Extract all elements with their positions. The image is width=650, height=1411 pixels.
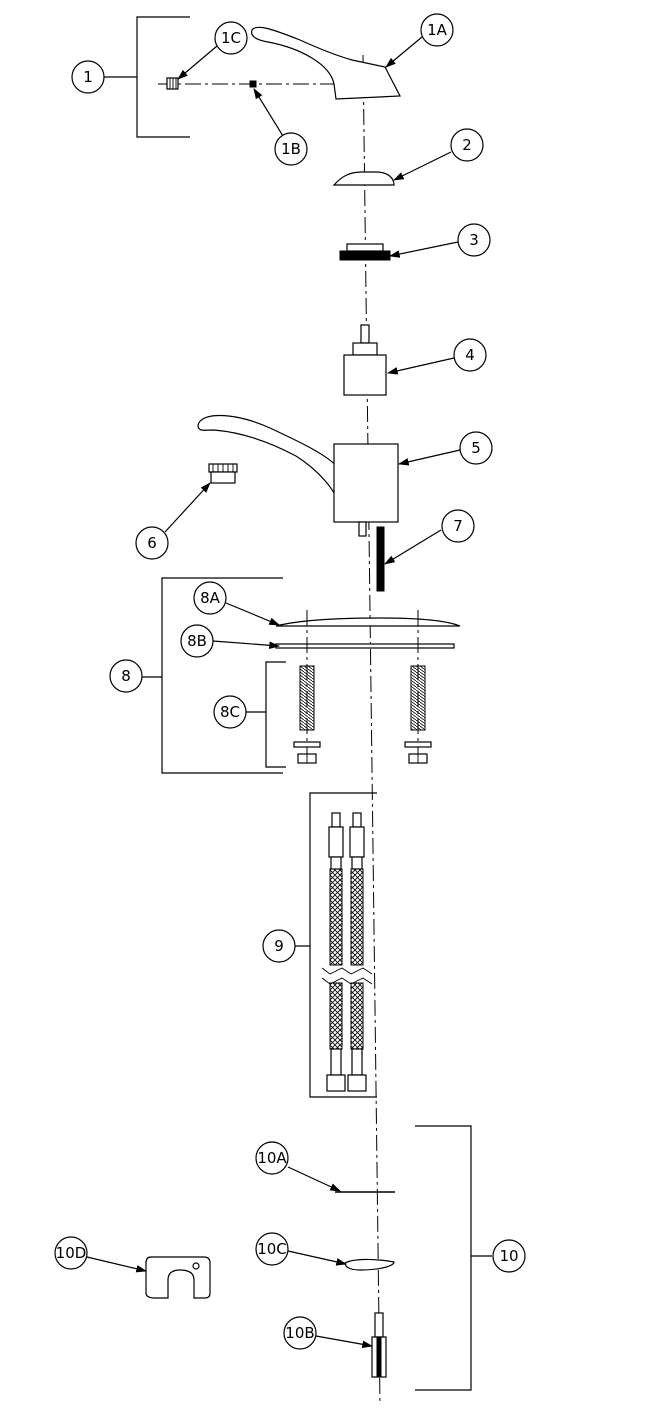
- callout-8b: 8B: [180, 624, 214, 658]
- callout-5: 5: [459, 431, 493, 465]
- plug-1b: [249, 80, 257, 88]
- callout-2: 2: [450, 128, 484, 162]
- callout-8c: 8C: [213, 695, 247, 729]
- cover-dome-2: [332, 171, 395, 186]
- callout-1c: 1C: [214, 21, 248, 55]
- callout-1: 1: [71, 60, 105, 94]
- svg-text:10B: 10B: [285, 1324, 314, 1342]
- group-9-bracket: [309, 792, 377, 1098]
- supply-hose-right-9: [347, 812, 367, 1092]
- svg-text:4: 4: [465, 346, 475, 364]
- callout-9: 9: [262, 929, 296, 963]
- hose-7: [376, 526, 385, 592]
- callout-10: 10: [492, 1239, 526, 1273]
- group-8c-bracket: [265, 661, 286, 768]
- faucet-body-5: [197, 414, 399, 537]
- svg-text:9: 9: [274, 937, 284, 955]
- stud-8c-left: [293, 665, 321, 764]
- svg-text:1C: 1C: [221, 29, 241, 47]
- gasket-8b: [275, 643, 455, 649]
- group-1-bracket: [136, 16, 190, 138]
- pin-10b: [371, 1312, 387, 1378]
- supply-hose-left-9: [326, 812, 346, 1092]
- svg-text:5: 5: [471, 439, 481, 457]
- svg-text:1: 1: [83, 68, 93, 86]
- bonnet-nut-3: [339, 243, 391, 261]
- svg-text:10: 10: [499, 1247, 518, 1265]
- wrench-key-hole: [192, 1262, 200, 1270]
- callout-8a: 8A: [193, 581, 227, 615]
- svg-text:1A: 1A: [427, 21, 448, 39]
- svg-text:10A: 10A: [257, 1149, 287, 1167]
- group-8-bracket: [161, 577, 283, 774]
- leader-lines: [86, 36, 492, 1349]
- callout-6: 6: [135, 526, 169, 560]
- callout-3: 3: [457, 223, 491, 257]
- stud-8c-right: [404, 665, 432, 764]
- escutcheon-8a: [275, 617, 461, 627]
- callout-7: 7: [441, 509, 475, 543]
- set-screw-1c: [166, 77, 179, 90]
- svg-text:1B: 1B: [281, 140, 301, 158]
- callout-1a: 1A: [420, 13, 454, 47]
- callout-10c: 10C: [255, 1232, 289, 1266]
- svg-text:10C: 10C: [257, 1240, 287, 1258]
- callout-8: 8: [109, 659, 143, 693]
- cartridge-4: [343, 324, 387, 396]
- callout-10a: 10A: [255, 1141, 289, 1175]
- svg-text:6: 6: [147, 534, 157, 552]
- svg-text:3: 3: [469, 231, 479, 249]
- callout-1b: 1B: [274, 132, 308, 166]
- svg-text:2: 2: [462, 136, 472, 154]
- washer-10c: [344, 1258, 395, 1271]
- wrench-key-10d: [145, 1256, 211, 1299]
- svg-text:7: 7: [453, 517, 463, 535]
- svg-text:10D: 10D: [56, 1244, 87, 1262]
- main-centerline: [362, 54, 381, 1406]
- callout-4: 4: [453, 338, 487, 372]
- svg-text:8: 8: [121, 667, 131, 685]
- svg-text:8C: 8C: [220, 703, 240, 721]
- group-10-bracket: [415, 1125, 472, 1391]
- svg-text:8B: 8B: [187, 632, 207, 650]
- callout-10b: 10B: [283, 1316, 317, 1350]
- callout-10d: 10D: [54, 1236, 88, 1270]
- aerator-6: [208, 463, 238, 484]
- handle-lever-1a: [251, 26, 401, 100]
- hose-break-marks: [321, 967, 373, 985]
- svg-text:8A: 8A: [200, 589, 221, 607]
